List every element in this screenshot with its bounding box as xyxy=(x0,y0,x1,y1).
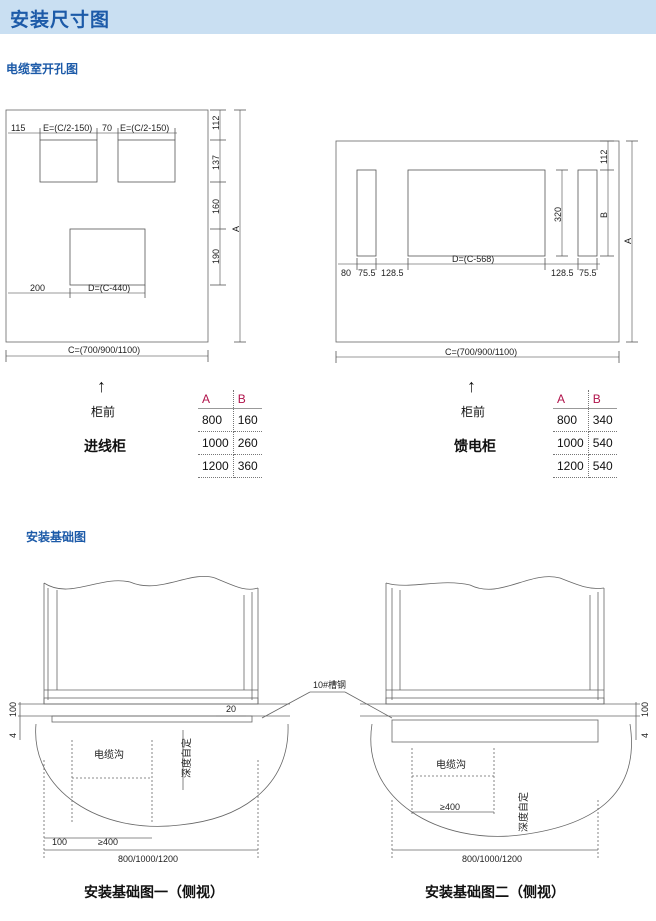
foundation-left xyxy=(18,576,290,860)
feeder-dim-75a: 75.5 xyxy=(358,268,376,278)
table-cell: 340 xyxy=(588,408,617,432)
incoming-th-a: A xyxy=(198,390,234,409)
feeder-dim-b: B xyxy=(599,212,609,218)
dim-c: C=(700/900/1100) xyxy=(68,345,140,355)
feeder-drawing xyxy=(335,140,638,363)
dim-112: 112 xyxy=(211,116,221,130)
foundation-right xyxy=(360,576,640,860)
dim-200: 200 xyxy=(30,283,45,293)
feeder-dim-128a: 128.5 xyxy=(381,268,404,278)
table-cell: 540 xyxy=(588,454,617,478)
table-cell: 360 xyxy=(233,454,262,478)
table-cell: 1000 xyxy=(553,431,589,455)
table-cell: 1000 xyxy=(198,431,234,455)
right-dim-width: 800/1000/1200 xyxy=(462,854,522,864)
hole-bottom xyxy=(69,228,146,286)
right-depth-label: 深度自定 xyxy=(517,792,530,832)
hole-left-top xyxy=(39,139,98,183)
left-dim-100b: 100 xyxy=(52,837,67,847)
hole-slot-right xyxy=(577,169,598,257)
right-dim-100: 100 xyxy=(640,702,650,717)
foundation-right-caption: 安装基础图二（侧视） xyxy=(425,884,565,900)
hole-slot-left xyxy=(356,169,377,257)
feeder-dim-d: D=(C-568) xyxy=(452,254,494,264)
table-cell: 540 xyxy=(588,431,617,455)
incoming-th-b: B xyxy=(233,390,262,409)
header-bar: 安装尺寸图 xyxy=(0,0,656,34)
table-cell: 1200 xyxy=(553,454,589,478)
feeder-th-b: B xyxy=(588,390,617,409)
table-cell: 800 xyxy=(553,408,589,432)
dim-160: 160 xyxy=(211,199,221,214)
right-dim-ge400: ≥400 xyxy=(440,802,460,812)
channel-callout xyxy=(261,691,393,719)
left-depth-label: 深度自定 xyxy=(180,738,193,778)
feeder-front-arrow-icon: ↑ xyxy=(467,376,476,396)
hole-right-top xyxy=(117,139,176,183)
incoming-front-arrow-icon: ↑ xyxy=(97,376,106,396)
feeder-dim-80: 80 xyxy=(341,268,351,278)
feeder-dim-a: A xyxy=(623,238,633,244)
dim-137: 137 xyxy=(211,155,221,170)
dim-d: D=(C-440) xyxy=(88,283,130,293)
dim-e1: E=(C/2-150) xyxy=(43,123,92,133)
table-cell: 260 xyxy=(233,431,262,455)
incoming-drawing xyxy=(5,109,246,362)
hole-center xyxy=(407,169,546,257)
feeder-dim-128b: 128.5 xyxy=(551,268,574,278)
incoming-name: 进线柜 xyxy=(84,438,126,454)
feeder-dim-c: C=(700/900/1100) xyxy=(445,347,517,357)
feeder-dim-75b: 75.5 xyxy=(579,268,597,278)
section-title-cable-holes: 电缆室开孔图 xyxy=(6,62,79,76)
dim-70: 70 xyxy=(102,123,112,133)
dim-e2: E=(C/2-150) xyxy=(120,123,169,133)
left-dim-100: 100 xyxy=(8,702,18,717)
feeder-th-a: A xyxy=(553,390,589,409)
feeder-dim-320: 320 xyxy=(553,207,563,222)
feeder-name: 馈电柜 xyxy=(454,438,496,454)
dim-115: 115 xyxy=(11,123,25,133)
page-title: 安装尺寸图 xyxy=(10,10,111,31)
right-trench-label: 电缆沟 xyxy=(436,758,466,771)
left-dim-width: 800/1000/1200 xyxy=(118,854,178,864)
feeder-dim-112: 112 xyxy=(599,150,609,164)
table-cell: 160 xyxy=(233,408,262,432)
left-dim-4: 4 xyxy=(8,733,18,738)
dim-a: A xyxy=(231,226,241,232)
feeder-front-label: 柜前 xyxy=(461,405,486,419)
left-dim-20: 20 xyxy=(226,704,236,714)
left-dim-ge400: ≥400 xyxy=(98,837,118,847)
right-dim-4: 4 xyxy=(640,733,650,738)
table-cell: 800 xyxy=(198,408,234,432)
dim-190: 190 xyxy=(211,249,221,264)
channel-label: 10#槽钢 xyxy=(313,679,346,690)
table-cell: 1200 xyxy=(198,454,234,478)
left-trench-label: 电缆沟 xyxy=(94,748,124,761)
incoming-front-label: 柜前 xyxy=(91,405,116,419)
section-title-foundation: 安装基础图 xyxy=(26,530,87,544)
foundation-left-caption: 安装基础图一（侧视） xyxy=(84,884,224,900)
